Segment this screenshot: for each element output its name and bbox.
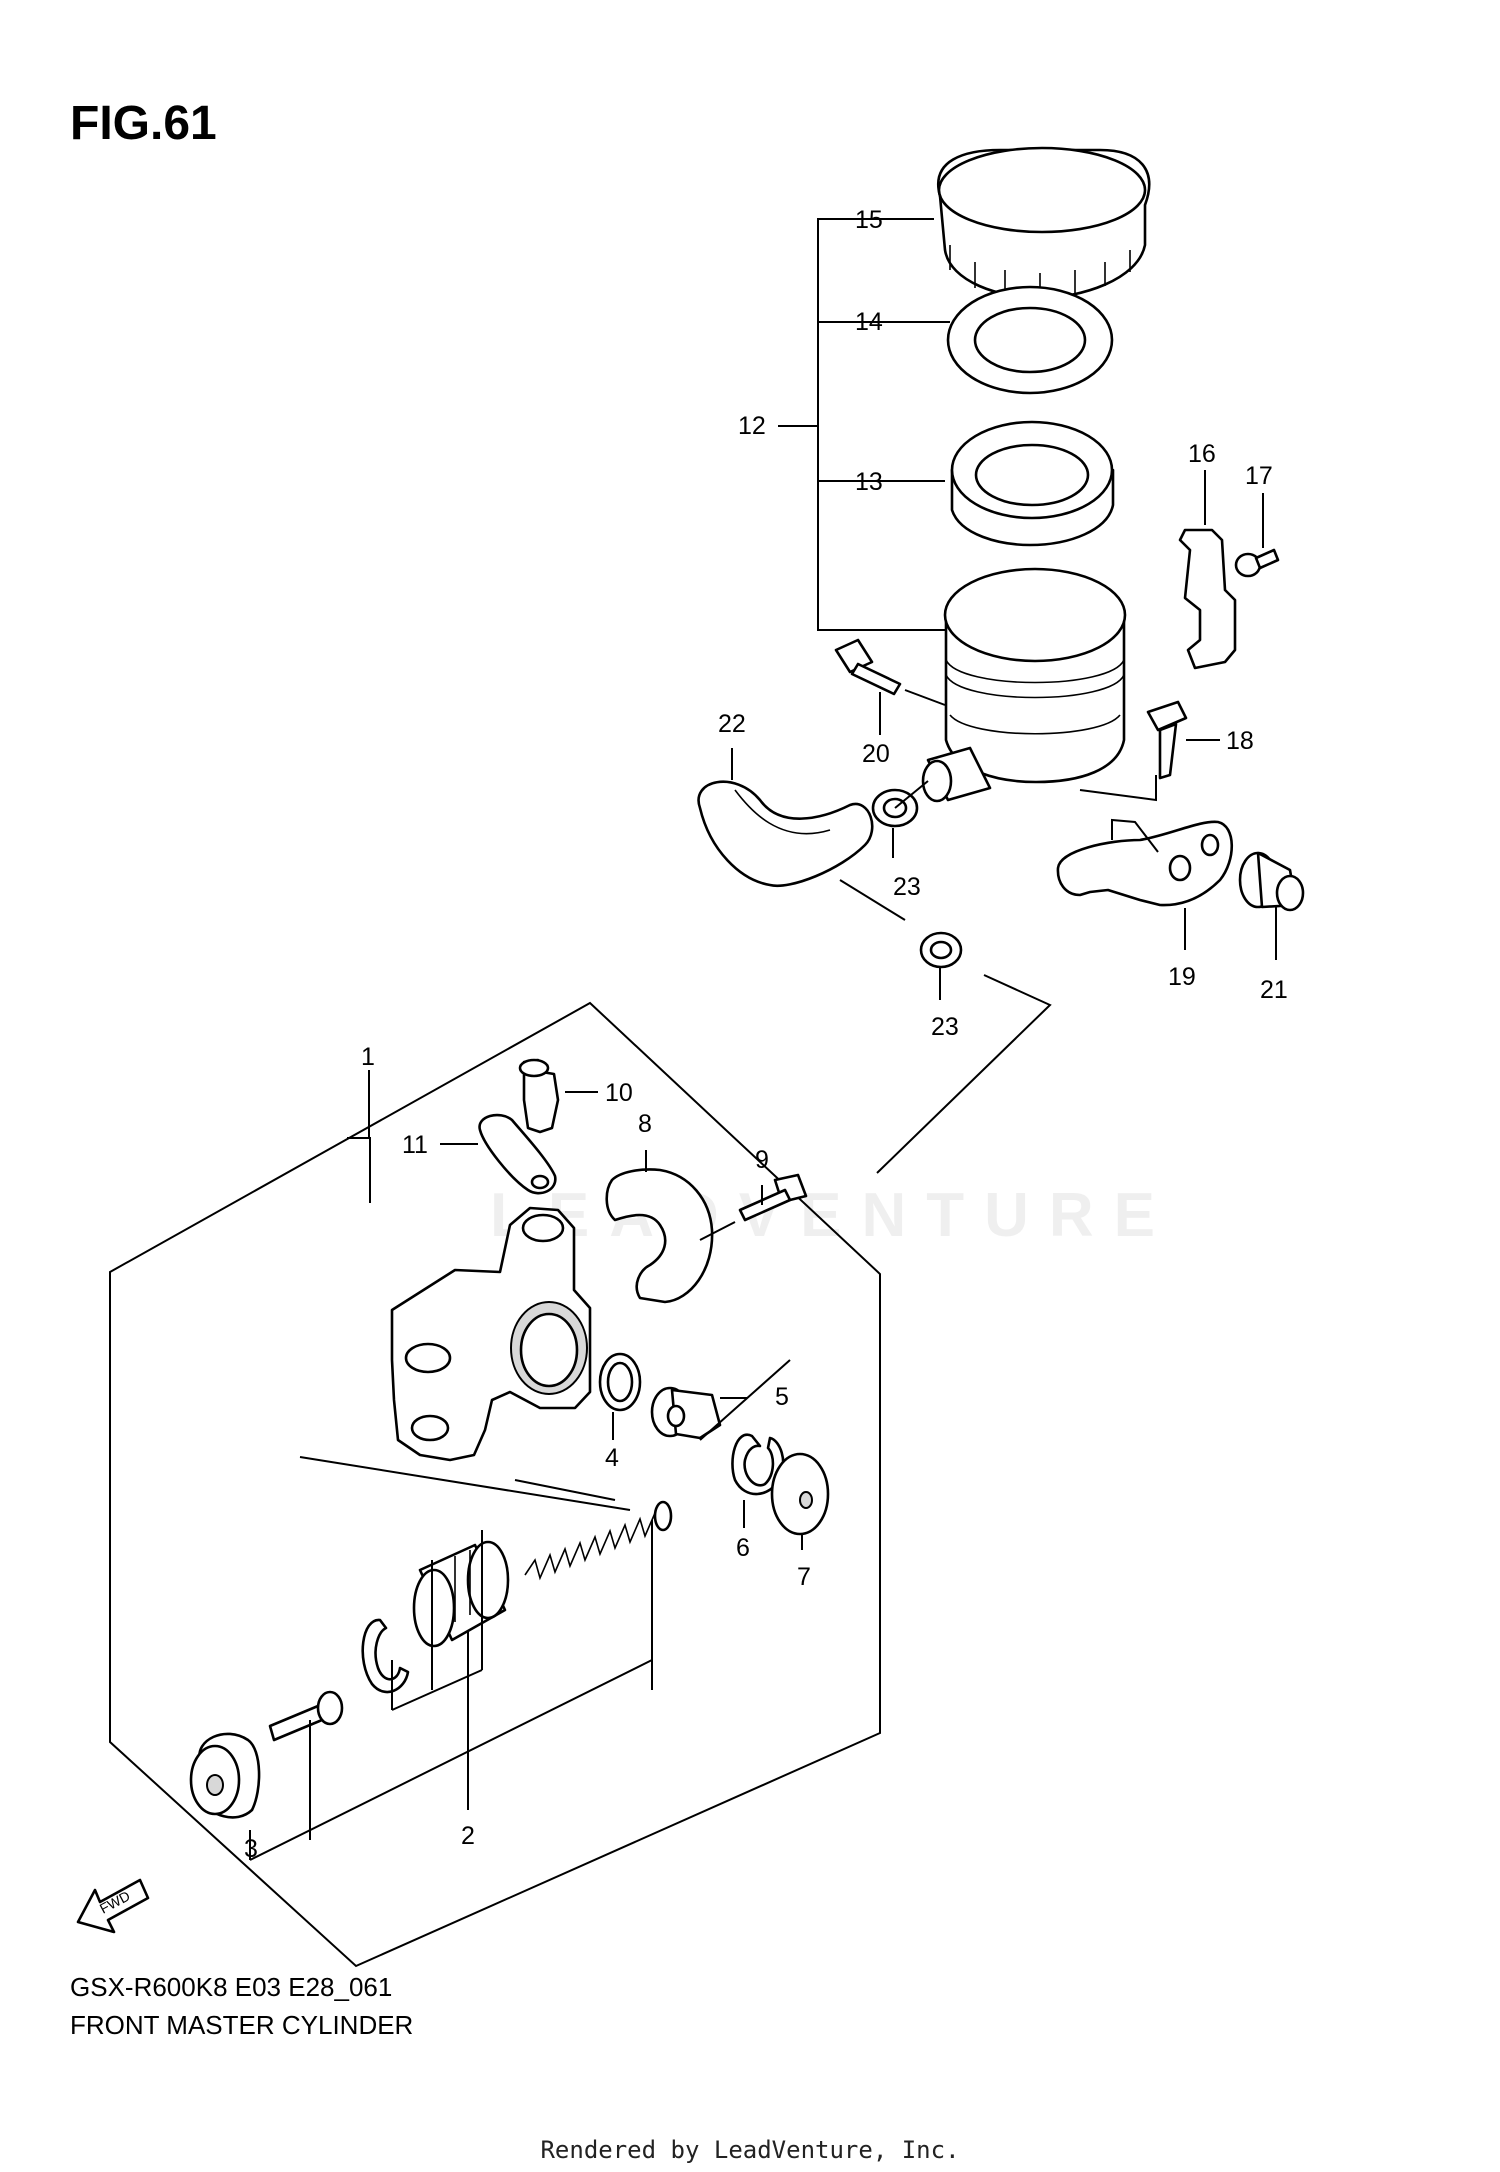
callout-14: 14: [855, 308, 883, 336]
watermark-text: LEADVENTURE: [490, 1181, 1176, 1250]
pushrod-part[interactable]: [268, 1690, 344, 1742]
callout-5: 5: [775, 1383, 789, 1411]
dust-boot-3-part[interactable]: [189, 1732, 261, 1819]
callout-7: 7: [797, 1563, 811, 1591]
bolt-9-part[interactable]: [699, 1173, 808, 1241]
callout-6: 6: [736, 1534, 750, 1562]
diaphragm-part[interactable]: [950, 420, 1115, 547]
callout-1: 1: [361, 1043, 375, 1071]
callout-3: 3: [244, 1835, 258, 1863]
callout-labels: 1 2 3 4 5 6 7 8 9 10 11 12 13 14 15 16 1…: [244, 206, 1288, 1863]
master-cylinder-body-part[interactable]: [390, 1206, 592, 1462]
connector-5-part[interactable]: [650, 1386, 722, 1440]
render-credit: Rendered by LeadVenture, Inc.: [540, 2136, 960, 2164]
leader-lines: [249, 470, 1277, 1861]
o-ring-4-part[interactable]: [598, 1352, 642, 1412]
callout-8: 8: [638, 1110, 652, 1138]
callout-12: 12: [738, 412, 766, 440]
screw-17-part[interactable]: [1234, 548, 1280, 578]
callout-9: 9: [755, 1146, 769, 1174]
hose-22-part[interactable]: [697, 780, 874, 888]
diagram-title: FRONT MASTER CYLINDER: [70, 2010, 414, 2040]
callout-21: 21: [1260, 976, 1288, 1004]
circlip-6-part[interactable]: [731, 1433, 785, 1496]
bleeder-valve-10-part[interactable]: [518, 1058, 560, 1134]
bracket-19-part[interactable]: [1056, 818, 1233, 907]
callout-11: 11: [402, 1131, 428, 1159]
callout-20: 20: [862, 740, 890, 768]
bolt-20-part[interactable]: [834, 638, 946, 706]
reservoir-group-bracket: [778, 218, 955, 631]
fwd-arrow-icon: FWD: [76, 1878, 150, 1934]
reservoir-body-part[interactable]: [921, 567, 1127, 803]
bleeder-cap-11-part[interactable]: [478, 1113, 557, 1195]
bracket-16-part[interactable]: [1178, 528, 1237, 670]
grommet-21-part[interactable]: [1238, 851, 1305, 912]
callout-18: 18: [1226, 727, 1254, 755]
callout-15: 15: [855, 206, 883, 234]
callout-2: 2: [461, 1822, 475, 1850]
clamp-holder-8-part[interactable]: [605, 1168, 714, 1304]
callout-23-lower: 23: [931, 1013, 959, 1041]
callout-22: 22: [718, 710, 746, 738]
callout-23-upper: 23: [893, 873, 921, 901]
piston-assembly-2-part[interactable]: [412, 1540, 510, 1648]
callout-17: 17: [1245, 462, 1273, 490]
circlip-part[interactable]: [361, 1618, 410, 1694]
callout-19: 19: [1168, 963, 1196, 991]
bolt-18-part[interactable]: [1079, 700, 1188, 802]
figure-title: FIG.61: [70, 97, 217, 150]
diaphragm-plate-part[interactable]: [946, 285, 1114, 395]
spring-part[interactable]: [524, 1500, 673, 1581]
reservoir-cap-part[interactable]: [937, 146, 1151, 300]
cover-7-part[interactable]: [770, 1452, 830, 1536]
callout-13: 13: [855, 468, 883, 496]
callout-10: 10: [605, 1079, 633, 1107]
callout-16: 16: [1188, 440, 1216, 468]
callout-4: 4: [605, 1444, 619, 1472]
hose-clamp-23-lower-part[interactable]: [919, 931, 963, 969]
model-code: GSX-R600K8 E03 E28_061: [70, 1972, 393, 2002]
